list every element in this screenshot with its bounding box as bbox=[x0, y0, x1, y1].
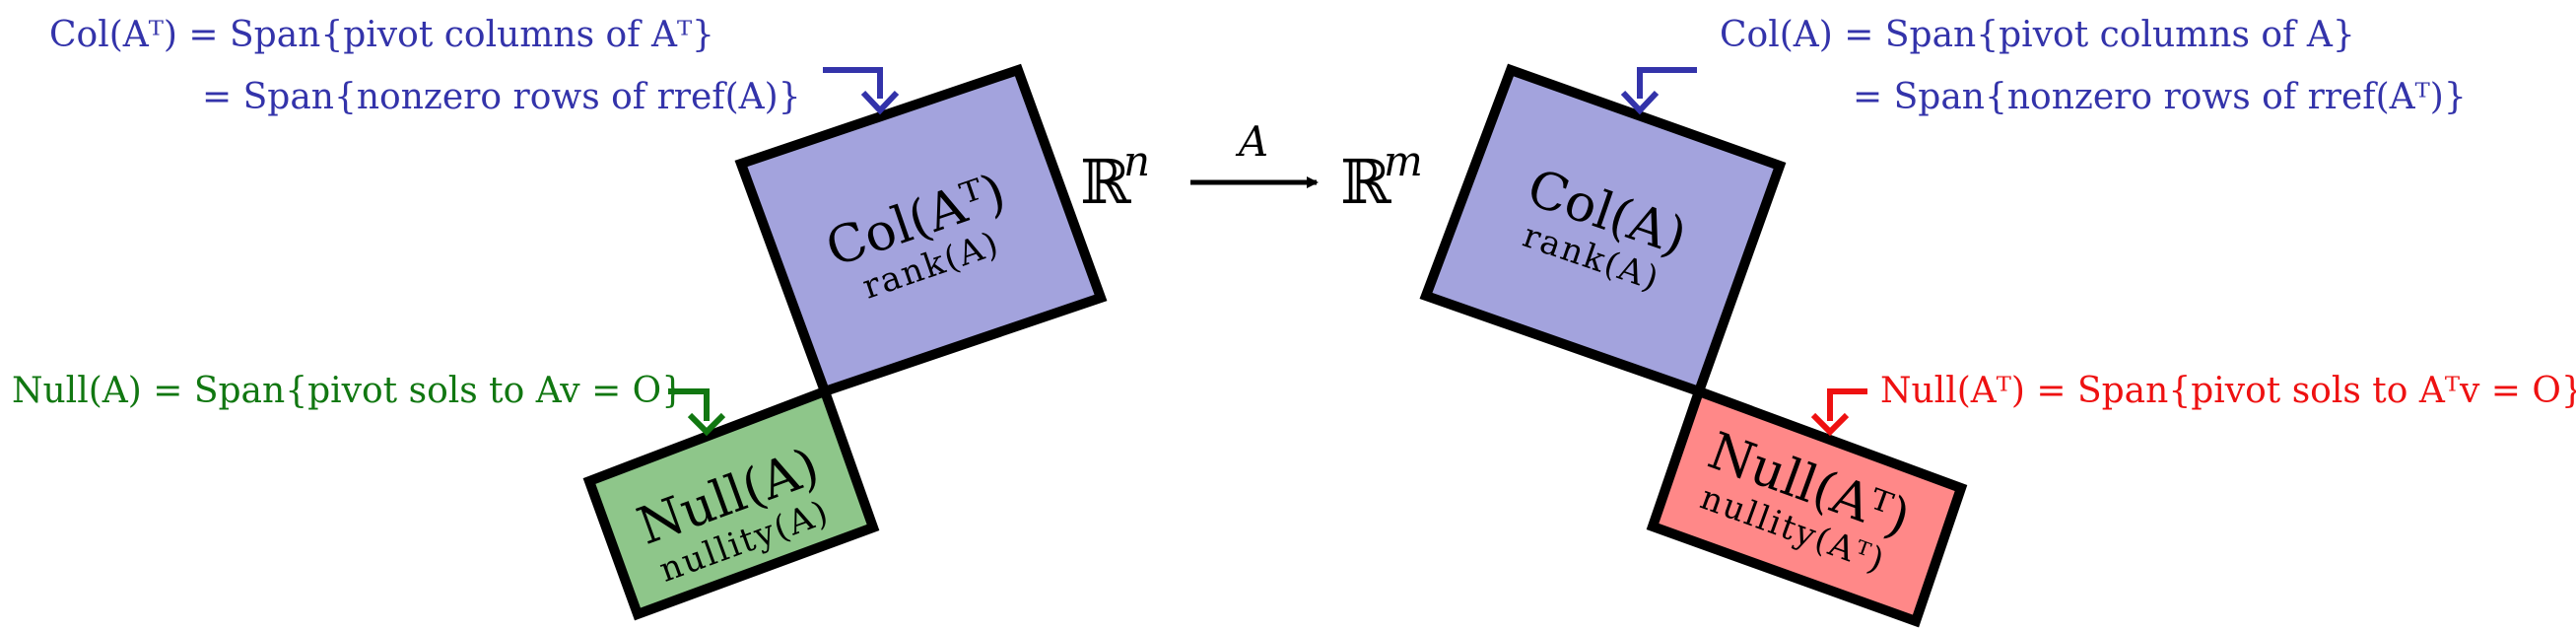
left-col-space-box bbox=[734, 63, 1108, 398]
left-null-annotation: Null(A) = Span{pivot sols to Av = O} bbox=[12, 371, 684, 411]
domain-exponent: n bbox=[1123, 137, 1150, 185]
left-col-annotation-line1: Col(Aᵀ) = Span{pivot columns of Aᵀ} bbox=[49, 15, 714, 55]
codomain-space: ℝ bbox=[1340, 146, 1391, 218]
right-null-annotation: Null(Aᵀ) = Span{pivot sols to Aᵀv = O} bbox=[1880, 371, 2576, 411]
left-col-annotation-arrow bbox=[823, 67, 900, 115]
right-col-annotation-line1: Col(A) = Span{pivot columns of A} bbox=[1720, 15, 2355, 55]
right-col-annotation-line2: = Span{nonzero rows of rref(Aᵀ)} bbox=[1853, 77, 2467, 117]
domain-base: ℝ bbox=[1080, 146, 1131, 218]
right-null-annotation-arrow bbox=[1810, 388, 1867, 437]
right-col-annotation-arrow bbox=[1620, 67, 1697, 115]
domain-space: ℝ bbox=[1080, 146, 1131, 218]
left-col-annotation-line2: = Span{nonzero rows of rref(A)} bbox=[202, 77, 801, 117]
map-label: A bbox=[1235, 117, 1268, 166]
right-null-space-box bbox=[1646, 385, 1968, 628]
codomain-base: ℝ bbox=[1340, 146, 1391, 218]
left-null-annotation-arrow bbox=[668, 388, 726, 437]
codomain-exponent: m bbox=[1384, 137, 1423, 185]
left-null-space-box bbox=[582, 385, 880, 621]
